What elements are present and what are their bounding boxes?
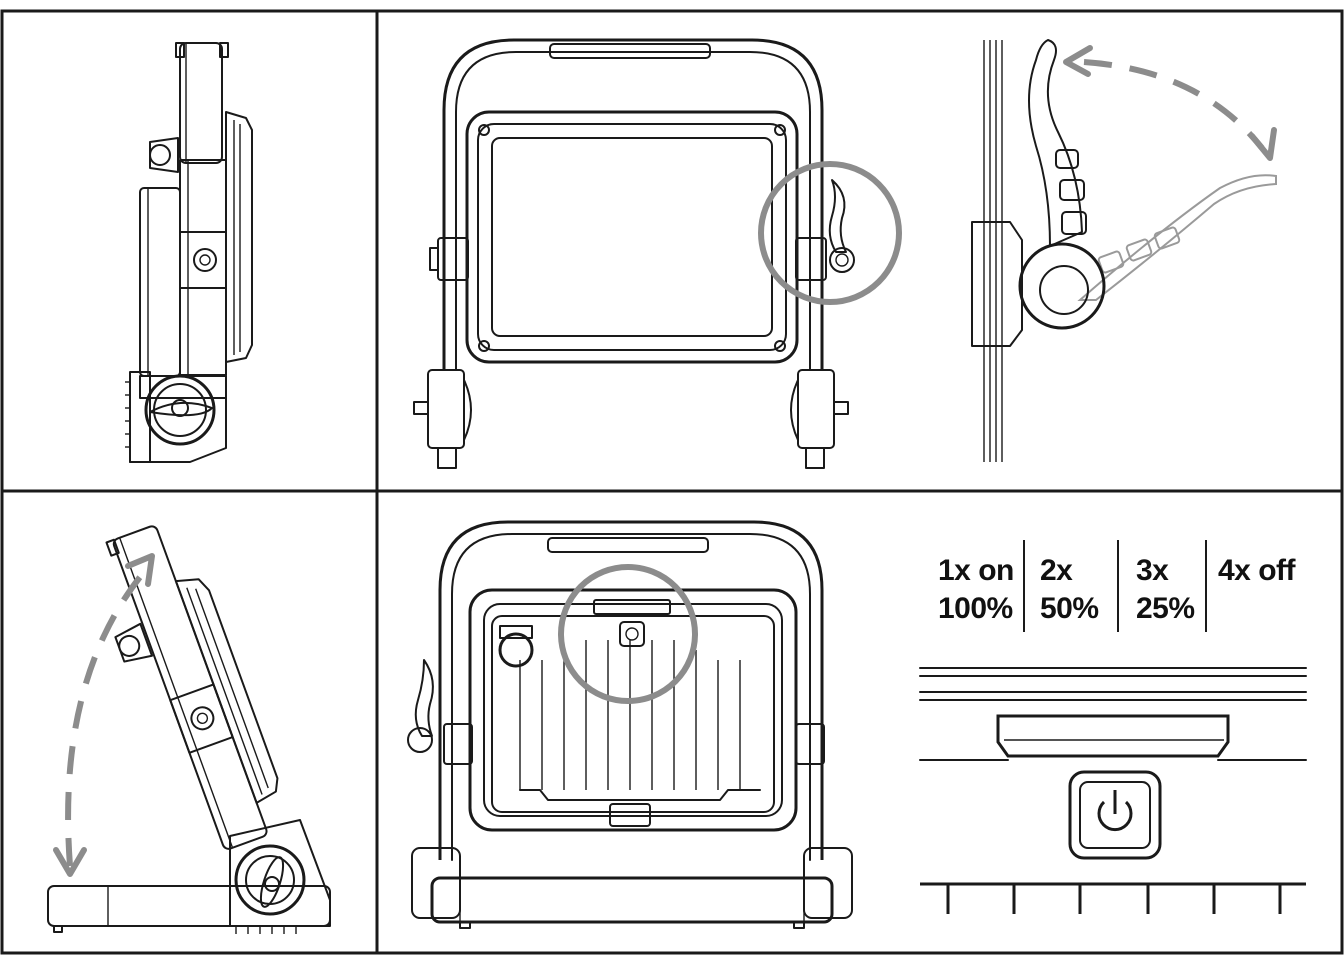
rotation-arrow-icon — [1063, 45, 1093, 77]
panel-grid — [0, 9, 1344, 955]
mode-press-label: 4x off — [1218, 554, 1297, 587]
panel-side-view — [125, 42, 253, 463]
mode-2x: 2x 50% — [1040, 554, 1099, 625]
mode-1x-on: 1x on 100% — [938, 554, 1014, 625]
panel-handle-rotation — [971, 39, 1277, 462]
mode-press-label: 1x on — [938, 554, 1014, 587]
callout-circle — [558, 564, 698, 704]
mode-3x: 3x 25% — [1136, 554, 1195, 625]
panel-switch-modes: 1x on 100% 2x 50% 3x 25% 4x off — [919, 540, 1307, 914]
mode-press-label: 3x — [1136, 554, 1169, 587]
power-icon — [1097, 790, 1133, 832]
panel-tilt-side-view — [47, 525, 331, 934]
callout-circle — [758, 161, 902, 305]
mode-level-label: 100% — [938, 592, 1013, 625]
mode-level-label: 50% — [1040, 592, 1099, 625]
mode-4x-off: 4x off — [1218, 554, 1297, 587]
panel-front-view — [413, 38, 902, 469]
mode-press-label: 2x — [1040, 554, 1073, 587]
panel-back-view — [407, 520, 853, 929]
mode-level-label: 25% — [1136, 592, 1195, 625]
